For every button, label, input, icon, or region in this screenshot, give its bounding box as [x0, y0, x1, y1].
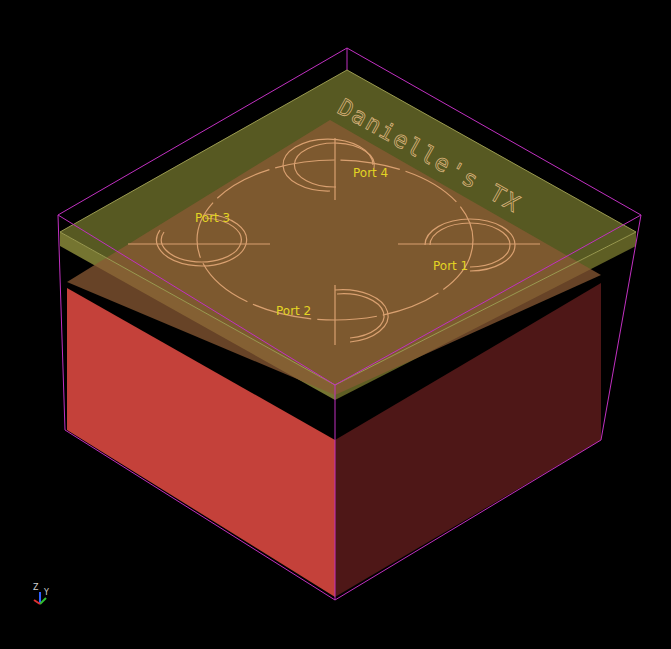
- port-label: Port 2: [276, 304, 311, 318]
- air-box: [58, 215, 641, 600]
- substrate-top-through-board: [67, 120, 601, 395]
- axis-label: Z: [33, 583, 38, 592]
- port-label: Port 4: [353, 166, 388, 180]
- axis-label: Y: [44, 588, 49, 597]
- port-label: Port 1: [433, 259, 468, 273]
- board-outline: [60, 70, 636, 385]
- port-label: Port 3: [195, 211, 230, 225]
